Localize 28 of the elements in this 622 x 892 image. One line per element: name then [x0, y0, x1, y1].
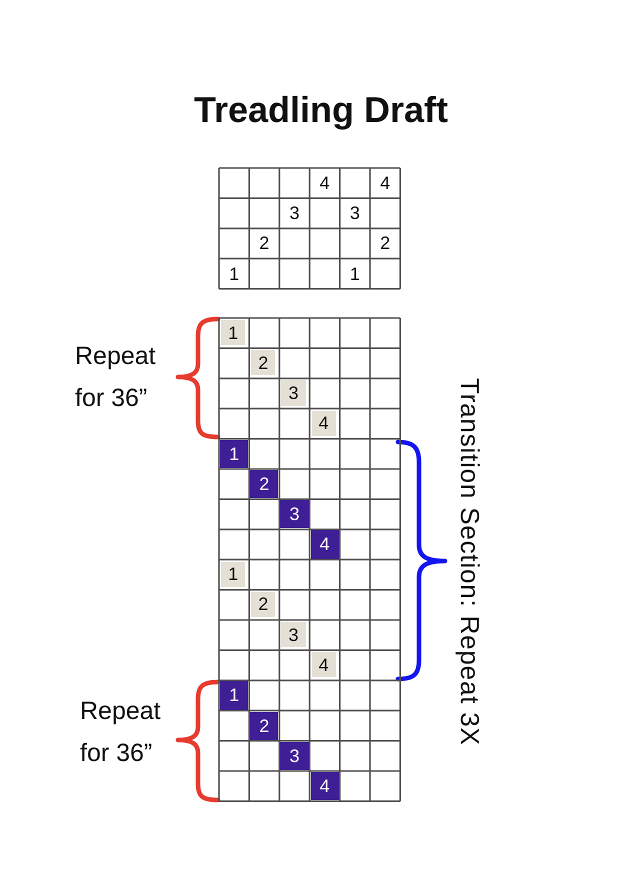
tie-up-number: 3	[289, 204, 300, 222]
repeat-note: Repeat for 36”	[80, 696, 162, 769]
treadle-square: 1	[220, 440, 248, 468]
tie-up-number: 4	[320, 174, 330, 192]
tie-up-number: 4	[380, 174, 390, 192]
treadle-square: 2	[250, 712, 278, 740]
treadle-square: 4	[312, 410, 336, 436]
title: Treadling Draft	[194, 89, 448, 130]
treadle-square: 1	[220, 681, 248, 710]
treadle-square: 4	[310, 772, 339, 800]
treadle-square: 2	[250, 470, 278, 498]
treadle-square: 3	[281, 380, 306, 406]
tie-up-number: 1	[350, 264, 360, 283]
treadle-square: 4	[312, 652, 336, 678]
repeat-note: Repeat for 36”	[75, 341, 157, 414]
treadle-square: 3	[280, 500, 309, 528]
treadle-square: 1	[221, 562, 246, 587]
section-note: Transition Section: Repeat 3X	[456, 378, 484, 746]
tie-up-number: 2	[380, 234, 390, 252]
treadle-square: 2	[251, 592, 276, 617]
treadle-square: 3	[280, 742, 309, 770]
tie-up-number: 3	[350, 204, 360, 222]
tie-up-number: 1	[229, 264, 240, 283]
treadle-square: 2	[251, 350, 276, 376]
treadle-square: 1	[221, 320, 246, 346]
treadle-square: 4	[310, 530, 339, 559]
treadle-square: 3	[281, 622, 306, 648]
tie-up-number: 2	[259, 234, 270, 252]
